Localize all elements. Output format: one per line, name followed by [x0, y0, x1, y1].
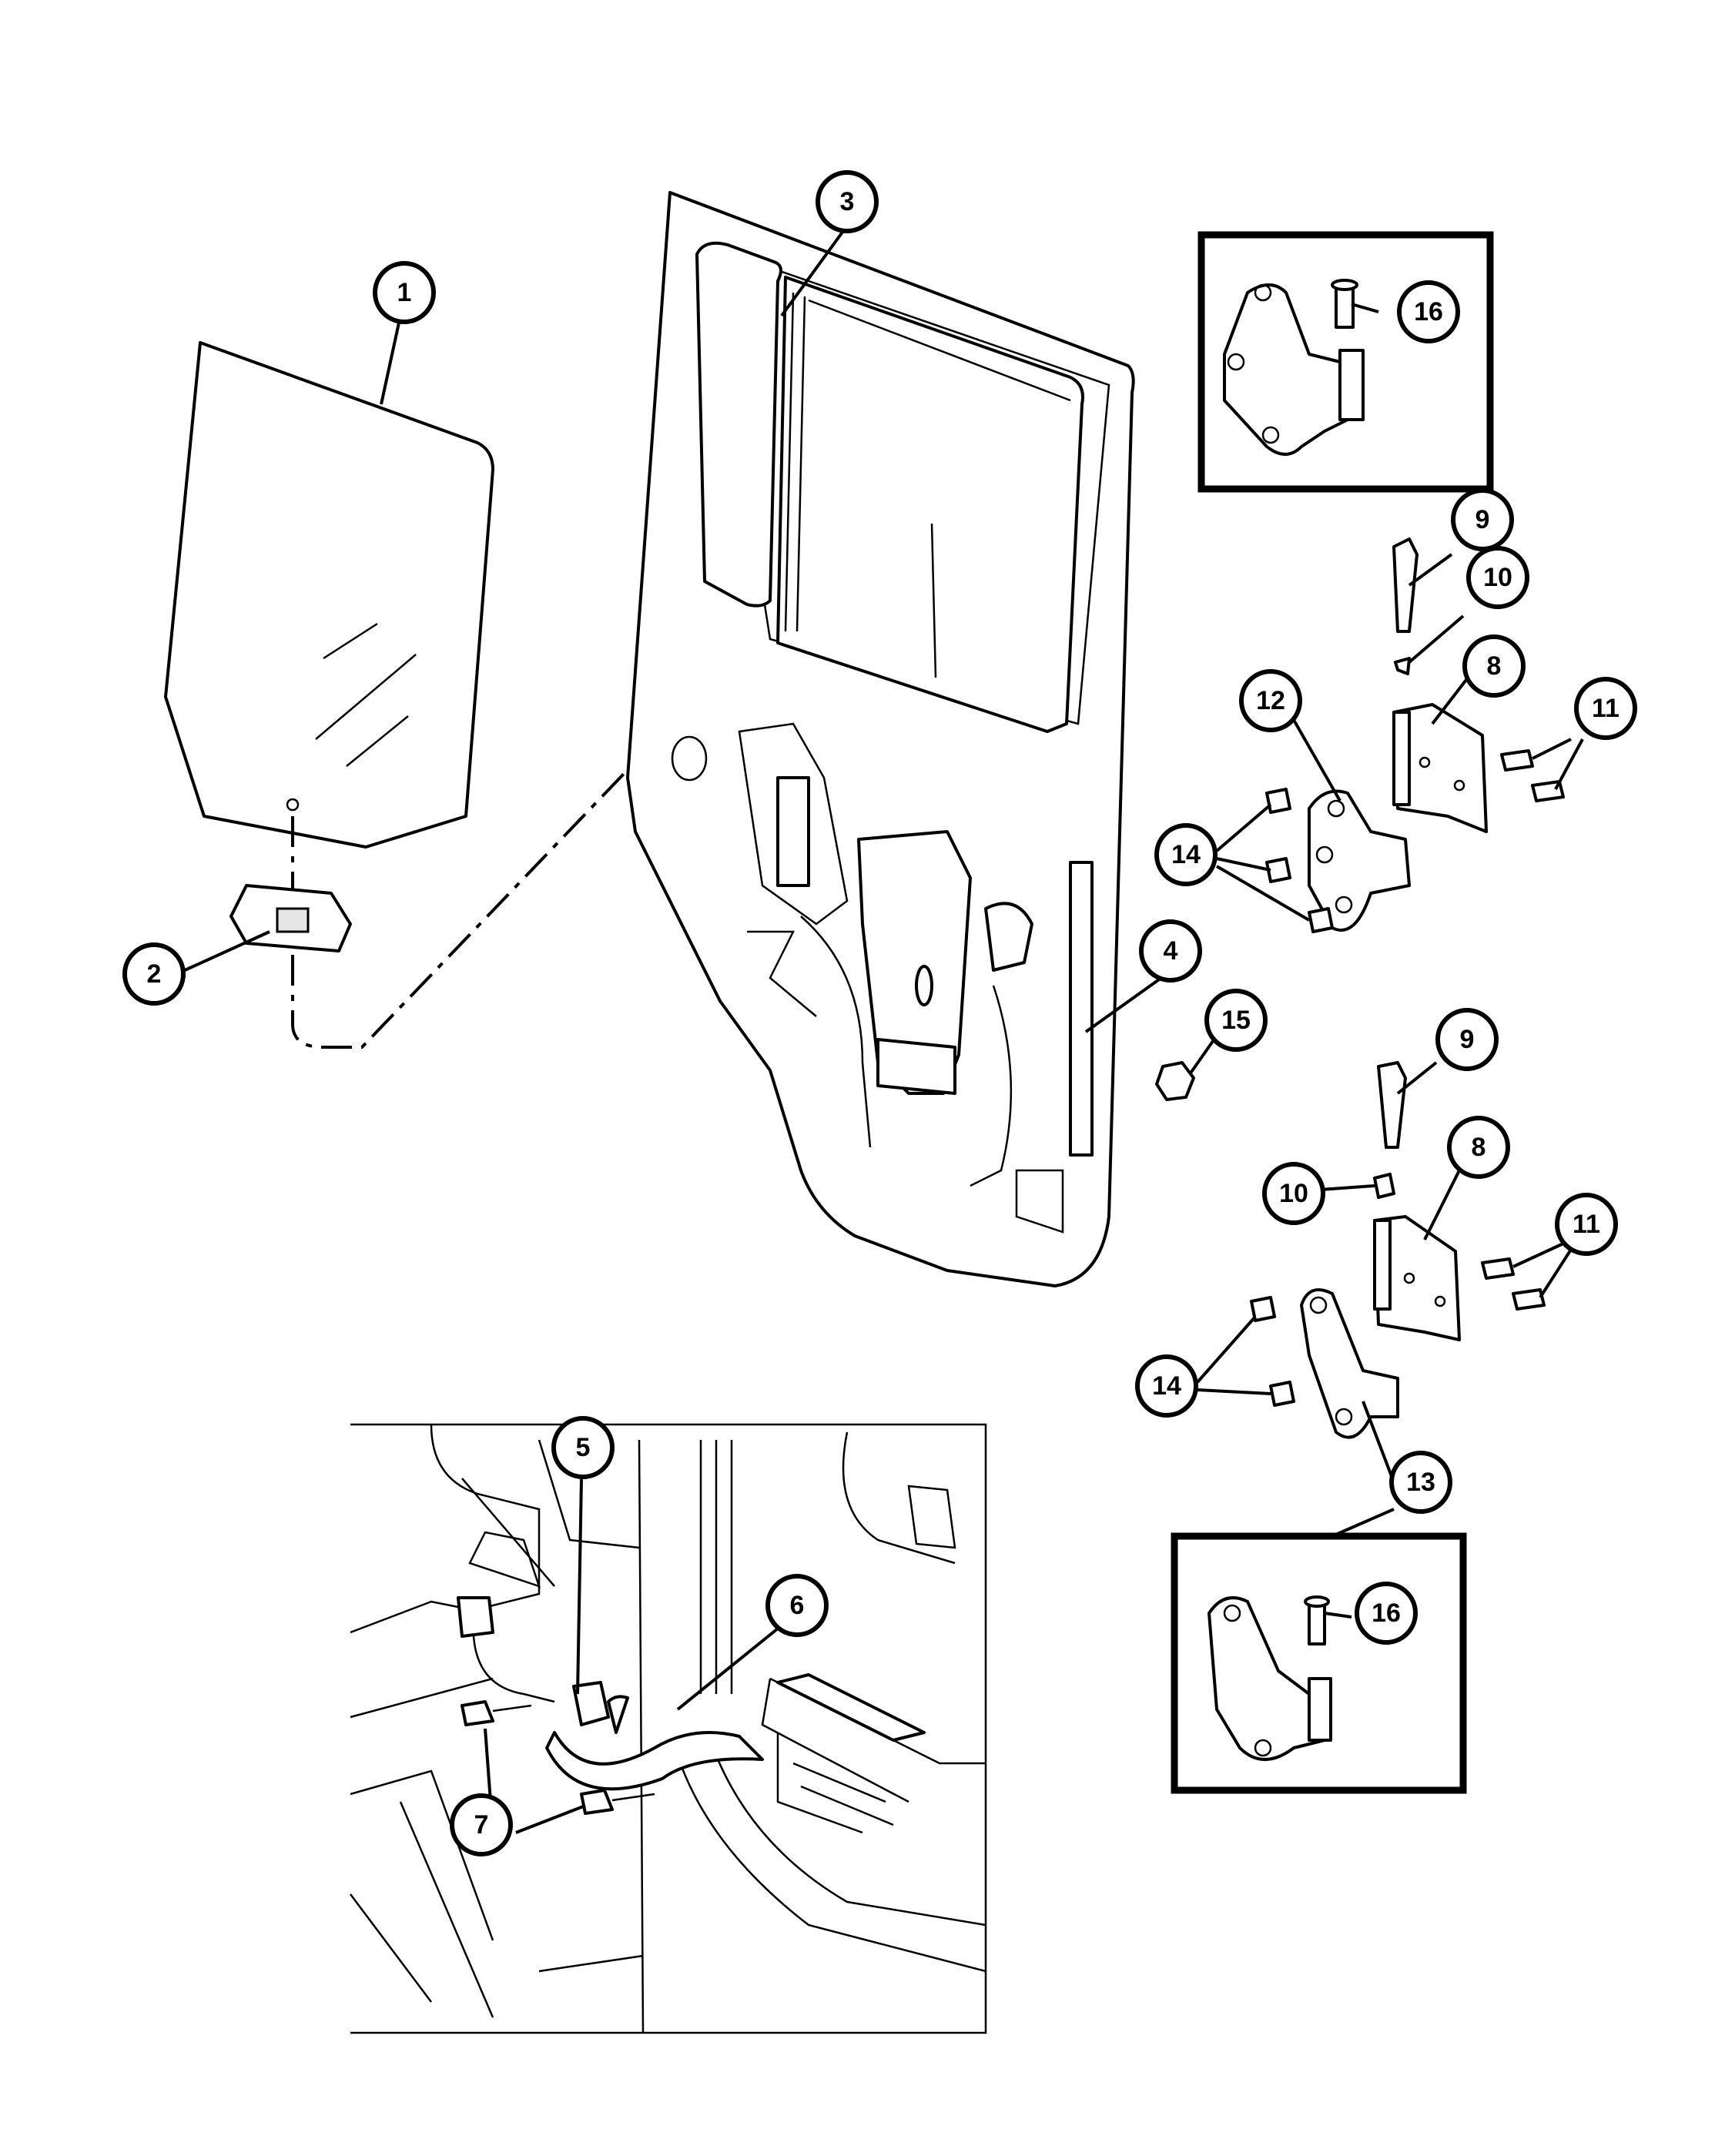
callout-16-upper: 16: [1397, 280, 1460, 343]
upper-hinge-detail-box: [1197, 231, 1494, 493]
svg-text:13: 13: [1406, 1468, 1435, 1497]
callout-5: 5: [551, 1416, 615, 1479]
upper-hinge-bolts-14: [1265, 788, 1334, 933]
svg-text:6: 6: [790, 1591, 805, 1620]
svg-text:12: 12: [1256, 686, 1285, 715]
svg-text:11: 11: [1592, 694, 1619, 723]
callout-9-upper: 9: [1451, 488, 1514, 551]
lower-hinge-bolts-14: [1250, 1296, 1295, 1407]
svg-text:15: 15: [1221, 1006, 1251, 1035]
callout-12: 12: [1239, 669, 1302, 732]
svg-text:5: 5: [576, 1433, 591, 1462]
lower-door-hinge-8: [1373, 1215, 1461, 1341]
callout-11-lower: 11: [1555, 1193, 1618, 1256]
lower-body-hinge-13: [1300, 1288, 1399, 1439]
svg-text:8: 8: [1487, 651, 1502, 681]
callout-14-upper: 14: [1154, 823, 1218, 886]
svg-text:16: 16: [1414, 297, 1443, 326]
svg-text:16: 16: [1372, 1599, 1401, 1628]
callout-11-upper: 11: [1574, 677, 1637, 740]
callout-3: 3: [816, 170, 879, 233]
svg-text:7: 7: [474, 1810, 489, 1840]
callout-16-lower: 16: [1355, 1582, 1418, 1645]
callout-1: 1: [373, 261, 436, 324]
svg-text:9: 9: [1460, 1025, 1475, 1054]
leader-lines: [184, 229, 1584, 1834]
upper-hinge-pin-9: [1392, 537, 1419, 633]
lower-hinge-detail-box: [1171, 1532, 1467, 1794]
lower-hinge-pin-9: [1377, 1061, 1407, 1149]
svg-text:10: 10: [1279, 1179, 1308, 1208]
callout-15: 15: [1204, 989, 1268, 1052]
upper-pin-clip-10: [1394, 657, 1411, 675]
svg-text:11: 11: [1573, 1210, 1600, 1239]
callout-13: 13: [1389, 1451, 1452, 1514]
svg-text:14: 14: [1152, 1371, 1181, 1401]
svg-text:8: 8: [1472, 1133, 1486, 1162]
callout-2: 2: [122, 942, 186, 1006]
rear-door-shell: [626, 191, 1135, 1287]
door-glass: [164, 341, 494, 849]
hinge-nut-15: [1155, 1061, 1195, 1101]
svg-text:4: 4: [1164, 936, 1178, 966]
svg-text:3: 3: [840, 187, 855, 216]
body-interior-inset: [350, 1423, 987, 2034]
callout-10-upper: 10: [1466, 546, 1529, 609]
upper-body-hinge-12: [1308, 789, 1411, 932]
svg-text:1: 1: [397, 278, 412, 307]
callout-6: 6: [765, 1574, 829, 1637]
callout-7: 7: [450, 1793, 513, 1856]
callout-14-lower: 14: [1135, 1354, 1198, 1418]
svg-text:2: 2: [147, 959, 162, 989]
callout-4: 4: [1139, 919, 1202, 983]
callout-8-lower: 8: [1447, 1116, 1510, 1179]
svg-text:10: 10: [1483, 563, 1512, 592]
svg-text:9: 9: [1475, 505, 1490, 534]
lower-pin-clip-10: [1373, 1173, 1395, 1199]
lower-hinge-bolts-11: [1481, 1257, 1546, 1311]
callout-9-lower: 9: [1435, 1008, 1499, 1071]
callout-8-upper: 8: [1462, 634, 1526, 698]
lower-hinge-pin: [1304, 1595, 1330, 1645]
lower-hinge-half: [1208, 1596, 1332, 1761]
svg-text:14: 14: [1171, 840, 1201, 869]
upper-hinge-half: [1223, 283, 1365, 456]
callout-10-lower: 10: [1262, 1162, 1325, 1225]
upper-door-hinge-8: [1392, 703, 1488, 833]
